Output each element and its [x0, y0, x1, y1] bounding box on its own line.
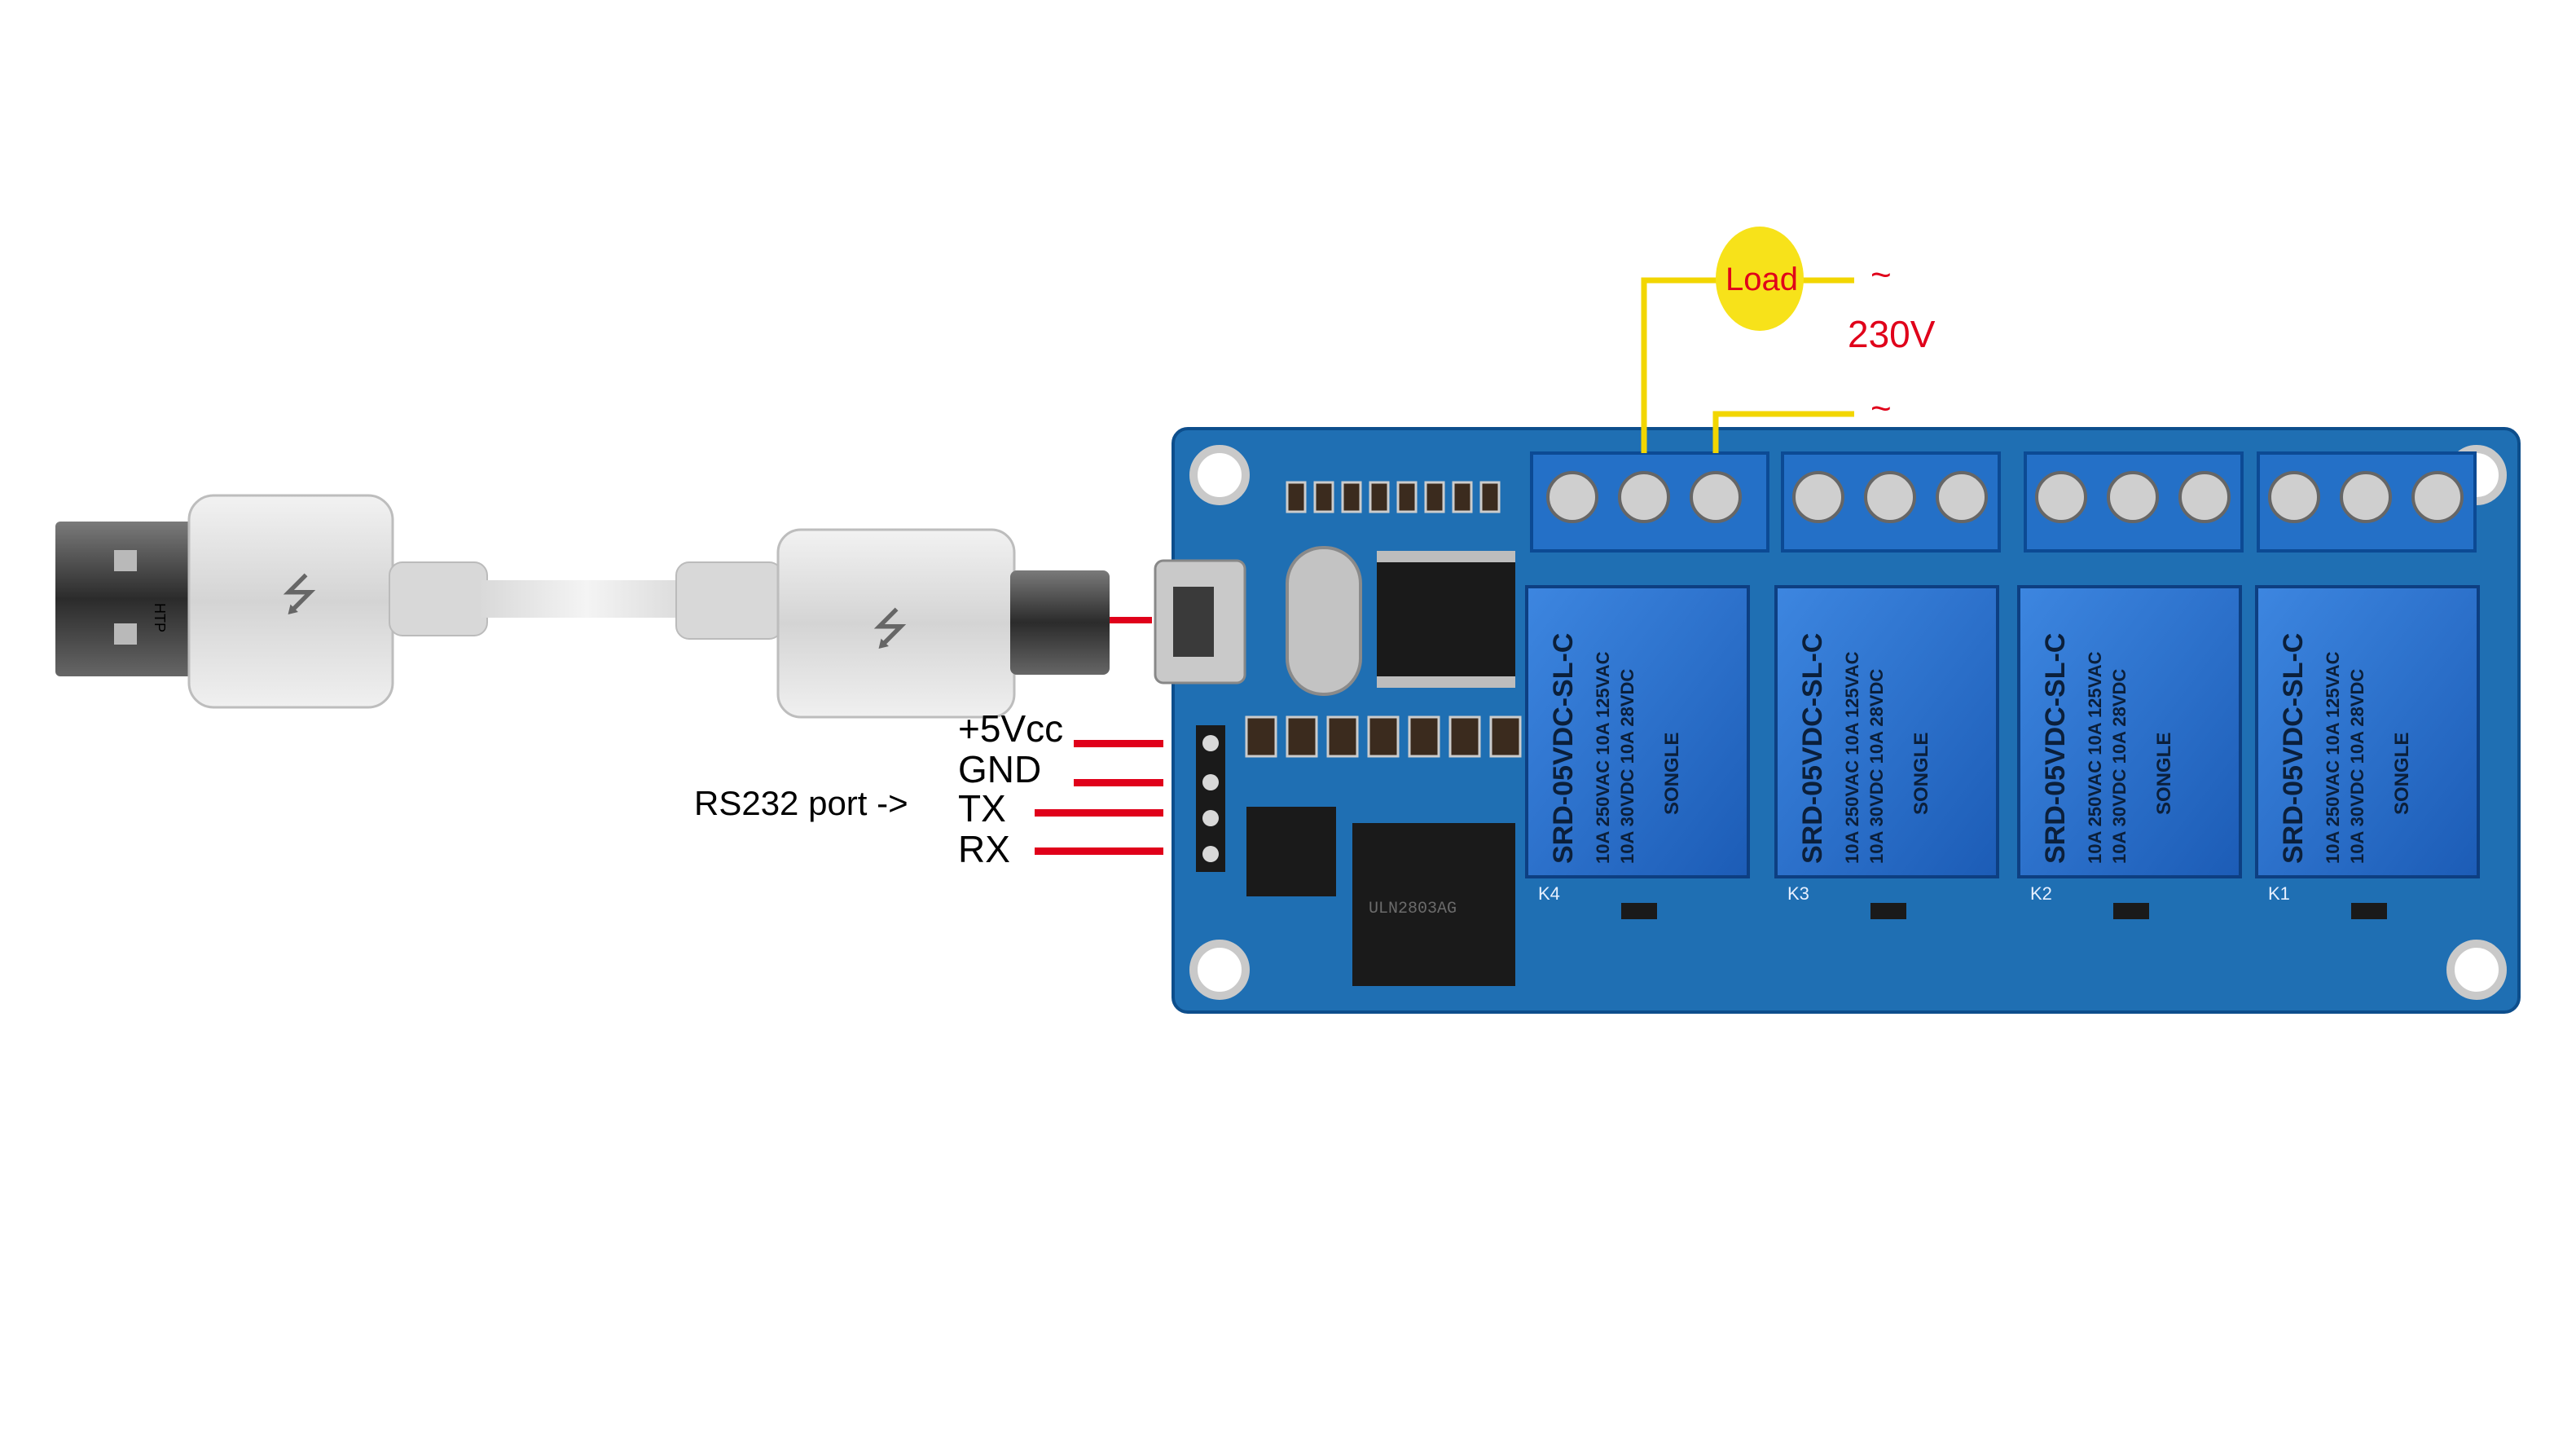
relay-k4-led — [1621, 903, 1657, 919]
vcc-pin-line — [1074, 740, 1163, 747]
terminal-screw-icon — [2035, 471, 2087, 523]
smd-components-top — [1286, 481, 1501, 513]
cable-brand-text: HTP — [152, 603, 168, 632]
usb-symbol-icon: ⭍ — [281, 569, 318, 620]
usb-cable: HTP ⭍ ⭍ — [55, 494, 1110, 719]
relay-k1-brand: SONGLE — [2391, 733, 2413, 815]
smd-components-mid — [1245, 715, 1522, 758]
relay-k1-rating1: 10A 250VAC 10A 125VAC — [2323, 651, 2343, 864]
relay-k2-rating1: 10A 250VAC 10A 125VAC — [2085, 651, 2105, 864]
rs232-transceiver-chip — [1246, 807, 1336, 896]
usb-symbol-icon-2: ⭍ — [872, 603, 908, 654]
mounting-hole-tl — [1189, 445, 1250, 505]
relay-k3-led — [1870, 903, 1906, 919]
relay-k1-led — [2351, 903, 2387, 919]
usb-connection-indicator — [1110, 617, 1152, 623]
load-wire-1 — [1641, 277, 1725, 453]
terminal-screw-icon — [1546, 471, 1598, 523]
terminal-screw-icon — [1792, 471, 1844, 523]
load-label: Load — [1725, 262, 1798, 297]
tx-pin-line — [1035, 809, 1163, 817]
relay-k4-rating1: 10A 250VAC 10A 125VAC — [1593, 651, 1613, 864]
terminal-screw-icon — [2268, 471, 2320, 523]
driver-chip — [1352, 823, 1515, 986]
relay-k3-body — [1774, 585, 1999, 878]
mcu-pins — [1377, 551, 1515, 688]
relay-k2-brand: SONGLE — [2153, 733, 2175, 815]
relay-k4-id: K4 — [1538, 883, 1560, 904]
terminal-screw-icon — [1936, 471, 1988, 523]
relay-k1-body — [2255, 585, 2480, 878]
usb-a-contact-1 — [114, 550, 137, 571]
tx-pin-label: TX — [958, 787, 1006, 830]
terminal-screw-icon — [2178, 471, 2231, 523]
terminal-screw-icon — [2340, 471, 2392, 523]
board-micro-usb-opening — [1173, 587, 1214, 657]
load-wiring: Load ~ 230V ~ — [1641, 227, 1936, 453]
terminal-screw-icon — [2411, 471, 2464, 523]
relay-k1-id: K1 — [2268, 883, 2290, 904]
usb-a-connector-shell — [55, 522, 218, 676]
gnd-pin-label: GND — [958, 748, 1041, 790]
rx-pin-line — [1035, 847, 1163, 855]
relay-k4-body — [1525, 585, 1750, 878]
driver-chip-label: ULN2803AG — [1369, 900, 1457, 918]
relay-k3: SRD-05VDC-SL-C 10A 250VAC 10A 125VAC 10A… — [1774, 451, 2001, 919]
relay-k3-model: SRD-05VDC-SL-C — [1797, 633, 1828, 864]
relay-k3-brand: SONGLE — [1910, 733, 1932, 815]
load-circle — [1716, 227, 1804, 331]
relay-k1-model: SRD-05VDC-SL-C — [2278, 633, 2309, 864]
relay-k4-rating2: 10A 30VDC 10A 28VDC — [1617, 669, 1637, 864]
relay-k2-id: K2 — [2030, 883, 2052, 904]
mounting-hole-br — [2446, 940, 2507, 1000]
cable-wire — [481, 580, 692, 618]
relay-k1-rating2: 10A 30VDC 10A 28VDC — [2347, 669, 2367, 864]
relay-k2-rating2: 10A 30VDC 10A 28VDC — [2109, 669, 2130, 864]
strain-relief-right — [675, 561, 783, 640]
rx-pin-label: RX — [958, 828, 1010, 870]
micro-usb-metal-tip — [1010, 570, 1110, 675]
relay-k4-model: SRD-05VDC-SL-C — [1548, 633, 1579, 864]
mounting-hole-bl — [1189, 940, 1250, 1000]
microcontroller-chip — [1377, 562, 1515, 676]
relay-k4-brand: SONGLE — [1661, 733, 1683, 815]
voltage-label: 230V — [1848, 313, 1936, 355]
strain-relief-left — [389, 561, 488, 636]
vcc-pin-label: +5Vcc — [958, 707, 1063, 750]
rs232-header — [1196, 725, 1225, 872]
relay-board: ULN2803AG SRD-05VDC-SL-C 10A 250VAC 10A … — [1154, 427, 2521, 1014]
ac-tilde-bottom: ~ — [1870, 389, 1892, 429]
relay-k2: SRD-05VDC-SL-C 10A 250VAC 10A 125VAC 10A… — [2017, 451, 2244, 919]
relay-k3-rating2: 10A 30VDC 10A 28VDC — [1866, 669, 1887, 864]
relay-k3-id: K3 — [1787, 883, 1809, 904]
load-wire-3 — [1712, 411, 1854, 453]
relay-k2-body — [2017, 585, 2242, 878]
terminal-screw-icon — [2107, 471, 2159, 523]
relay-k3-rating1: 10A 250VAC 10A 125VAC — [1842, 651, 1862, 864]
relay-k2-model: SRD-05VDC-SL-C — [2040, 633, 2071, 864]
terminal-screw-icon — [1864, 471, 1916, 523]
ac-tilde-top: ~ — [1870, 255, 1892, 295]
terminal-screw-icon — [1618, 471, 1670, 523]
relay-k1: SRD-05VDC-SL-C 10A 250VAC 10A 125VAC 10A… — [2255, 451, 2480, 919]
crystal-oscillator — [1286, 546, 1362, 696]
relay-k4: SRD-05VDC-SL-C 10A 250VAC 10A 125VAC 10A… — [1525, 451, 1769, 919]
terminal-screw-icon — [1690, 471, 1742, 523]
rs232-port-label: RS232 port -> — [694, 784, 908, 822]
gnd-pin-line — [1074, 779, 1163, 786]
usb-a-contact-2 — [114, 623, 137, 645]
relay-k2-led — [2113, 903, 2149, 919]
